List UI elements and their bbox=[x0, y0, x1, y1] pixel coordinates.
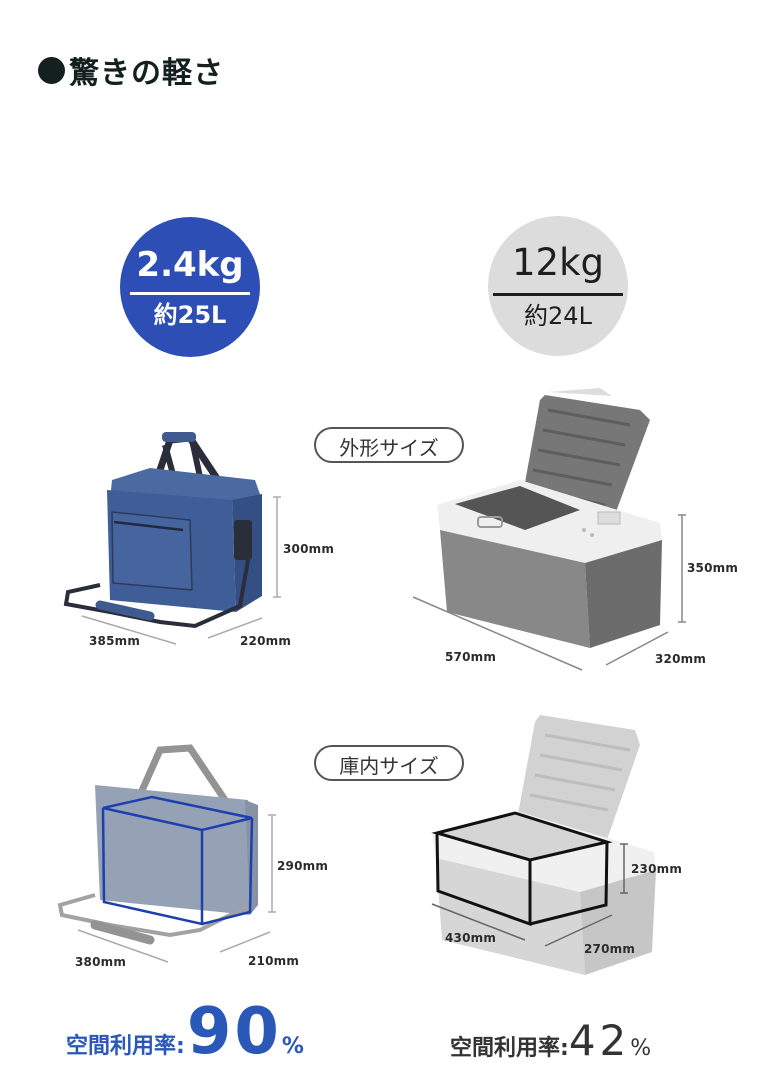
bag-inner-depth: 210mm bbox=[248, 954, 300, 968]
cooler-inner-volume-box bbox=[431, 811, 613, 927]
inner-size-label: 庫内サイズ bbox=[314, 745, 464, 781]
cooler-weight: 12kg bbox=[512, 241, 604, 284]
utilization-value: 90 bbox=[186, 995, 282, 1069]
cooler-inner-width: 430mm bbox=[445, 931, 497, 945]
cooler-outer-width: 570mm bbox=[445, 650, 497, 664]
cooler-outer-dimension-lines bbox=[412, 514, 686, 671]
utilization-unit: % bbox=[281, 1034, 304, 1059]
bag-outer-depth: 220mm bbox=[240, 634, 292, 648]
bag-weight-badge: 2.4kg 約25L bbox=[120, 217, 260, 357]
cooler-outer-icon bbox=[437, 388, 662, 648]
bag-outer-height: 300mm bbox=[283, 542, 335, 556]
outer-size-label: 外形サイズ bbox=[314, 427, 464, 463]
bag-space-utilization: 空間利用率: 90 % bbox=[66, 1000, 304, 1064]
bag-inner-icon bbox=[57, 744, 258, 945]
badge-divider bbox=[130, 291, 250, 295]
cooler-inner-height: 230mm bbox=[631, 862, 683, 876]
badge-divider bbox=[493, 293, 623, 296]
utilization-label: 空間利用率: bbox=[450, 1036, 569, 1061]
utilization-unit: % bbox=[630, 1036, 652, 1061]
utilization-value: 42 bbox=[568, 1016, 631, 1065]
cooler-outer-height: 350mm bbox=[687, 561, 739, 575]
cooler-inner-icon bbox=[432, 715, 656, 975]
utilization-label: 空間利用率: bbox=[66, 1034, 185, 1059]
section-heading: 驚きの軽さ bbox=[38, 48, 224, 92]
bag-volume: 約25L bbox=[153, 300, 227, 329]
cooler-inner-depth: 270mm bbox=[584, 942, 636, 956]
bag-inner-dimension-lines bbox=[77, 814, 276, 963]
bag-outer-dimension-lines bbox=[81, 496, 281, 645]
cooler-outer-depth: 320mm bbox=[655, 652, 707, 666]
cooler-inner-dimension-lines bbox=[431, 843, 628, 947]
bag-outer-width: 385mm bbox=[89, 634, 141, 648]
bag-inner-width: 380mm bbox=[75, 955, 127, 969]
cooler-space-utilization: 空間利用率: 42 % bbox=[450, 1020, 651, 1062]
bag-inner-volume-box bbox=[101, 795, 254, 926]
bag-weight: 2.4kg bbox=[136, 244, 244, 285]
bag-inner-height: 290mm bbox=[277, 859, 329, 873]
bag-outer-icon bbox=[63, 432, 262, 629]
heading-title: 驚きの軽さ bbox=[69, 56, 224, 91]
bullet-icon bbox=[38, 56, 65, 84]
cooler-weight-badge: 12kg 約24L bbox=[488, 216, 628, 356]
cooler-volume: 約24L bbox=[524, 302, 592, 330]
